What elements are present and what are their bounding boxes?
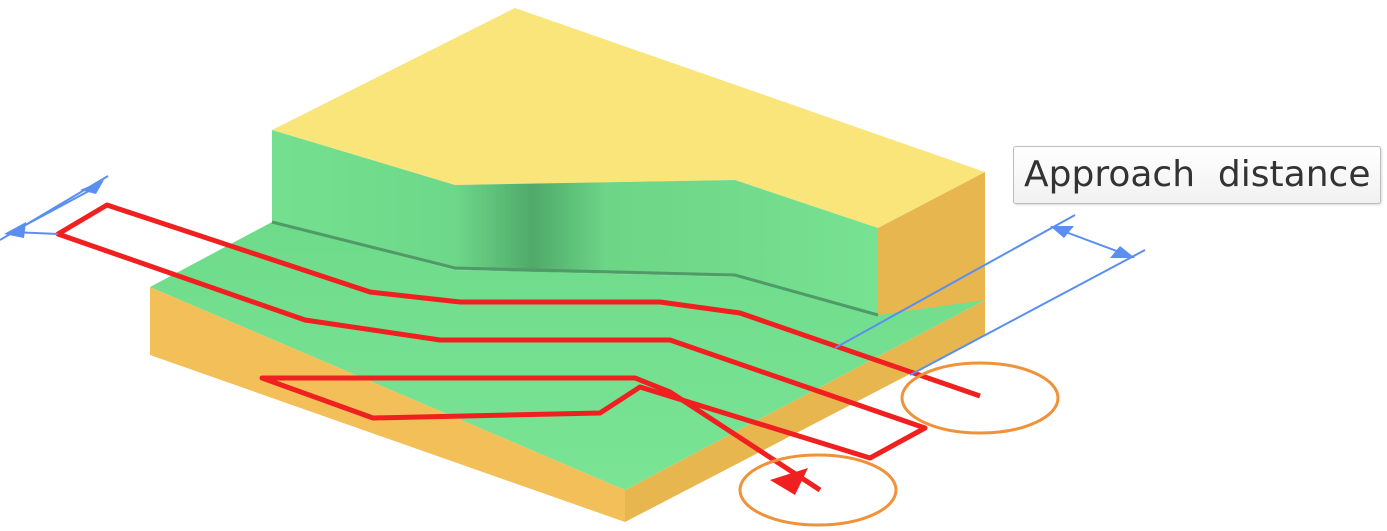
dimension-extension-left-2 bbox=[19, 184, 101, 229]
arrowhead-icon bbox=[1050, 226, 1074, 238]
cut-wall-face bbox=[272, 130, 878, 315]
base-right-face bbox=[625, 300, 985, 522]
tool-path-upper-pass bbox=[55, 202, 981, 493]
arrowhead-icon bbox=[4, 222, 26, 238]
approach-distance-tooltip: Approach distance bbox=[1013, 146, 1382, 204]
arrowhead-icon bbox=[1110, 246, 1135, 258]
arrowhead-icon bbox=[80, 180, 104, 194]
approach-circle-entry bbox=[738, 453, 898, 527]
approach-circle-exit bbox=[900, 361, 1060, 435]
dimension-extension-right-1 bbox=[834, 214, 1076, 349]
dimension-extension-right-2 bbox=[909, 249, 1146, 376]
wall-floor-edge bbox=[271, 220, 879, 317]
path-arrow-icon bbox=[770, 468, 808, 495]
upper-block-top-face bbox=[272, 8, 985, 228]
base-front-face bbox=[150, 287, 625, 522]
